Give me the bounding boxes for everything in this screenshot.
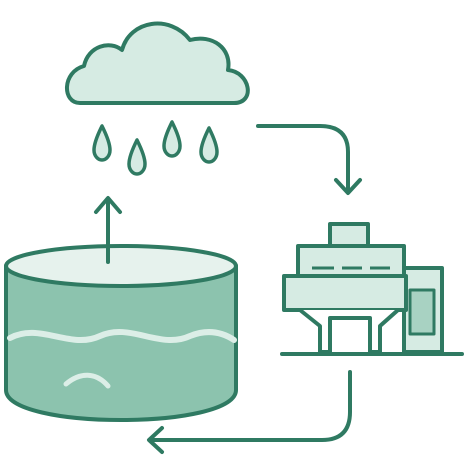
factory-top-block: [296, 244, 406, 278]
factory-platform: [298, 308, 400, 354]
factory-main-body: [282, 274, 408, 312]
water-wave-1: [7, 329, 237, 343]
water-tank-icon: [4, 244, 238, 422]
raindrop-4: [199, 126, 219, 164]
rain-cloud-icon: [65, 21, 250, 176]
arrow-cloud-to-plant: [256, 124, 362, 195]
cloud-shape: [65, 21, 250, 105]
raindrop-2: [127, 138, 147, 176]
tank-body: [4, 264, 238, 422]
factory-icon: [280, 222, 464, 356]
factory-chimney: [328, 222, 370, 248]
water-wave-2: [63, 372, 111, 389]
arrow-reservoir-to-cloud: [94, 196, 122, 264]
tank-top: [4, 244, 238, 288]
raindrop-3: [162, 120, 182, 158]
raindrop-1: [92, 124, 112, 162]
arrow-plant-to-reservoir: [147, 370, 352, 454]
factory-side-tank-window: [408, 288, 436, 336]
raindrops: [92, 120, 219, 176]
